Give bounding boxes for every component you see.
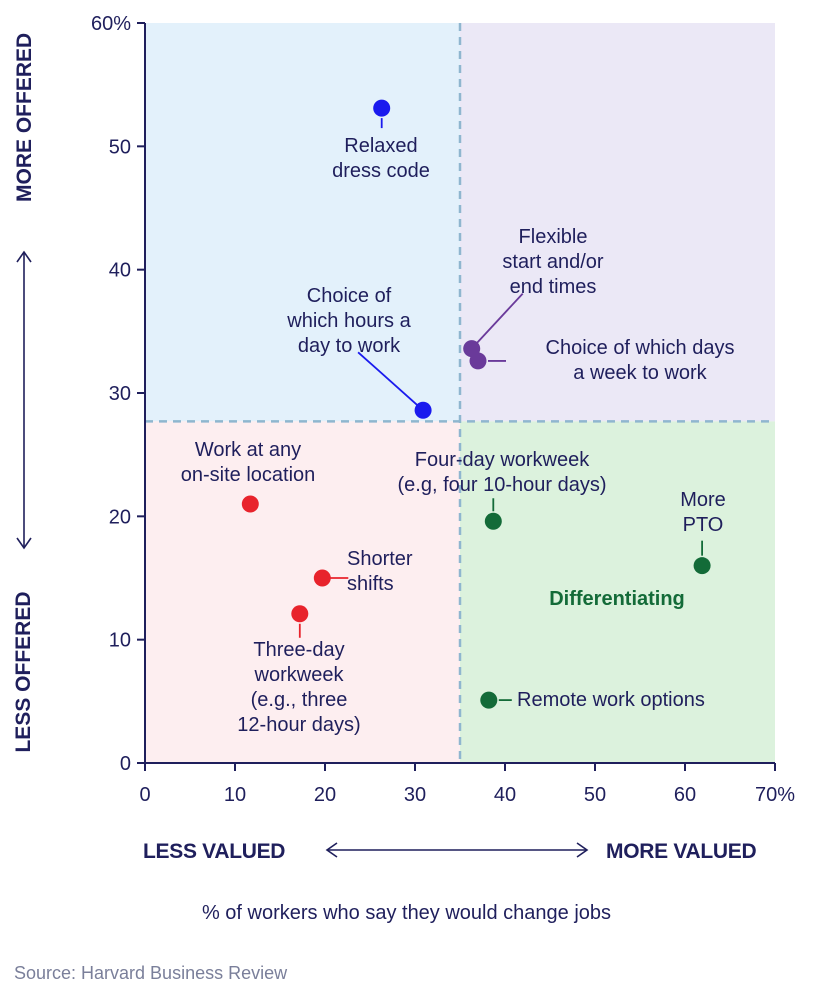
x-tick-label: 60 (674, 784, 696, 806)
arrow-head (16, 250, 32, 263)
data-point (469, 352, 487, 370)
y-tick-label: 40 (109, 260, 131, 282)
x-tick-label: 50 (584, 784, 606, 806)
data-point (241, 495, 259, 513)
point-label: Four-day workweek(e.g, four 10-hour days… (398, 449, 607, 496)
y-tick-label: 50 (109, 136, 131, 158)
arrow-head (576, 842, 589, 858)
y-caption-more-offered: MORE OFFERED (13, 32, 36, 202)
quadrant-bottom-right (460, 421, 775, 763)
y-tick-label: 60% (91, 13, 131, 35)
x-axis-title: % of workers who say they would change j… (201, 902, 612, 924)
arrow-head (325, 842, 338, 858)
source-note: Source: Harvard Business Review (14, 963, 288, 983)
x-tick-label: 20 (314, 784, 336, 806)
y-tick-label: 20 (109, 506, 131, 528)
data-point (484, 512, 502, 530)
data-point (313, 569, 331, 587)
data-point (693, 557, 711, 575)
leader-line (357, 351, 424, 411)
x-tick-label: 40 (494, 784, 516, 806)
y-tick-label: 30 (109, 383, 131, 405)
x-caption-less-valued: LESS VALUED (143, 840, 286, 863)
x-tick-label: 0 (139, 784, 150, 806)
x-tick-label: 10 (224, 784, 246, 806)
data-point (291, 605, 309, 623)
y-tick-label: 0 (120, 753, 131, 775)
x-caption-more-valued: MORE VALUED (606, 840, 757, 863)
data-point (373, 99, 391, 117)
y-double-arrow (16, 250, 32, 550)
quadrant-top-left (145, 23, 460, 422)
point-label: Remote work options (517, 689, 705, 711)
y-tick-label: 10 (109, 630, 131, 652)
x-tick-label: 70% (755, 784, 795, 806)
quadrant-bottom-left (145, 421, 460, 763)
arrow-head (16, 537, 32, 550)
leader-line (471, 292, 524, 350)
quadrant-top-right (460, 23, 775, 422)
y-caption-less-offered: LESS OFFERED (12, 591, 35, 753)
data-point (414, 401, 432, 419)
quadrant-label-differentiating: Differentiating (549, 588, 685, 610)
data-point (480, 691, 498, 709)
x-tick-label: 30 (404, 784, 426, 806)
x-double-arrow (325, 842, 589, 858)
